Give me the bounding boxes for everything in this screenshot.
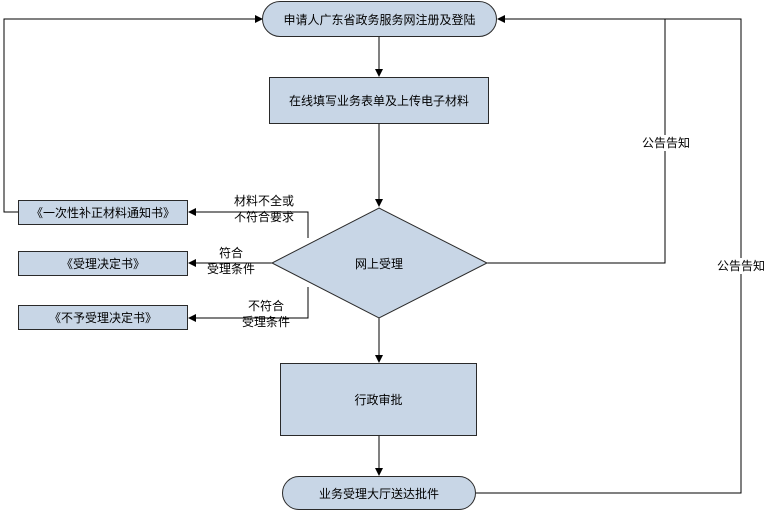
register-label: 申请人广东省政务服务网注册及登陆 <box>283 12 476 27</box>
supplement-notice-label: 《一次性补正材料通知书》 <box>30 206 175 220</box>
accept-decision-doc: 《受理决定书》 <box>18 251 188 276</box>
register-node: 申请人广东省政务服务网注册及登陆 <box>262 1 497 37</box>
online-accept-label: 网上受理 <box>354 256 403 271</box>
deliver-label: 业务受理大厅送达批件 <box>318 486 439 501</box>
admin-approval-node: 行政审批 <box>280 363 477 436</box>
notice-label-2: 公告告知 <box>712 258 769 274</box>
accept-decision-label: 《受理决定书》 <box>60 257 145 271</box>
meets-label: 符合 受理条件 <box>206 246 255 276</box>
incomplete-label: 材料不全或 不符合要求 <box>233 194 294 224</box>
reject-decision-doc: 《不予受理决定书》 <box>18 305 188 330</box>
deliver-node: 业务受理大厅送达批件 <box>282 476 476 510</box>
supplement-notice-doc: 《一次性补正材料通知书》 <box>18 200 188 225</box>
fill-form-label: 在线填写业务表单及上传电子材料 <box>288 94 469 108</box>
reject-decision-label: 《不予受理决定书》 <box>48 311 157 325</box>
fill-form-node: 在线填写业务表单及上传电子材料 <box>269 77 489 124</box>
arrow-notice-deliver <box>476 18 742 494</box>
admin-approval-label: 行政审批 <box>354 393 403 407</box>
arrow-supplement-loop <box>3 15 263 213</box>
notice-label-1: 公告告知 <box>636 135 696 151</box>
arrow-not-meets <box>188 287 309 322</box>
online-accept-diamond <box>270 207 489 319</box>
not-meets-label: 不符合 受理条件 <box>241 299 290 329</box>
online-accept-node: 网上受理 <box>330 253 428 273</box>
arrow-incomplete <box>188 208 309 238</box>
